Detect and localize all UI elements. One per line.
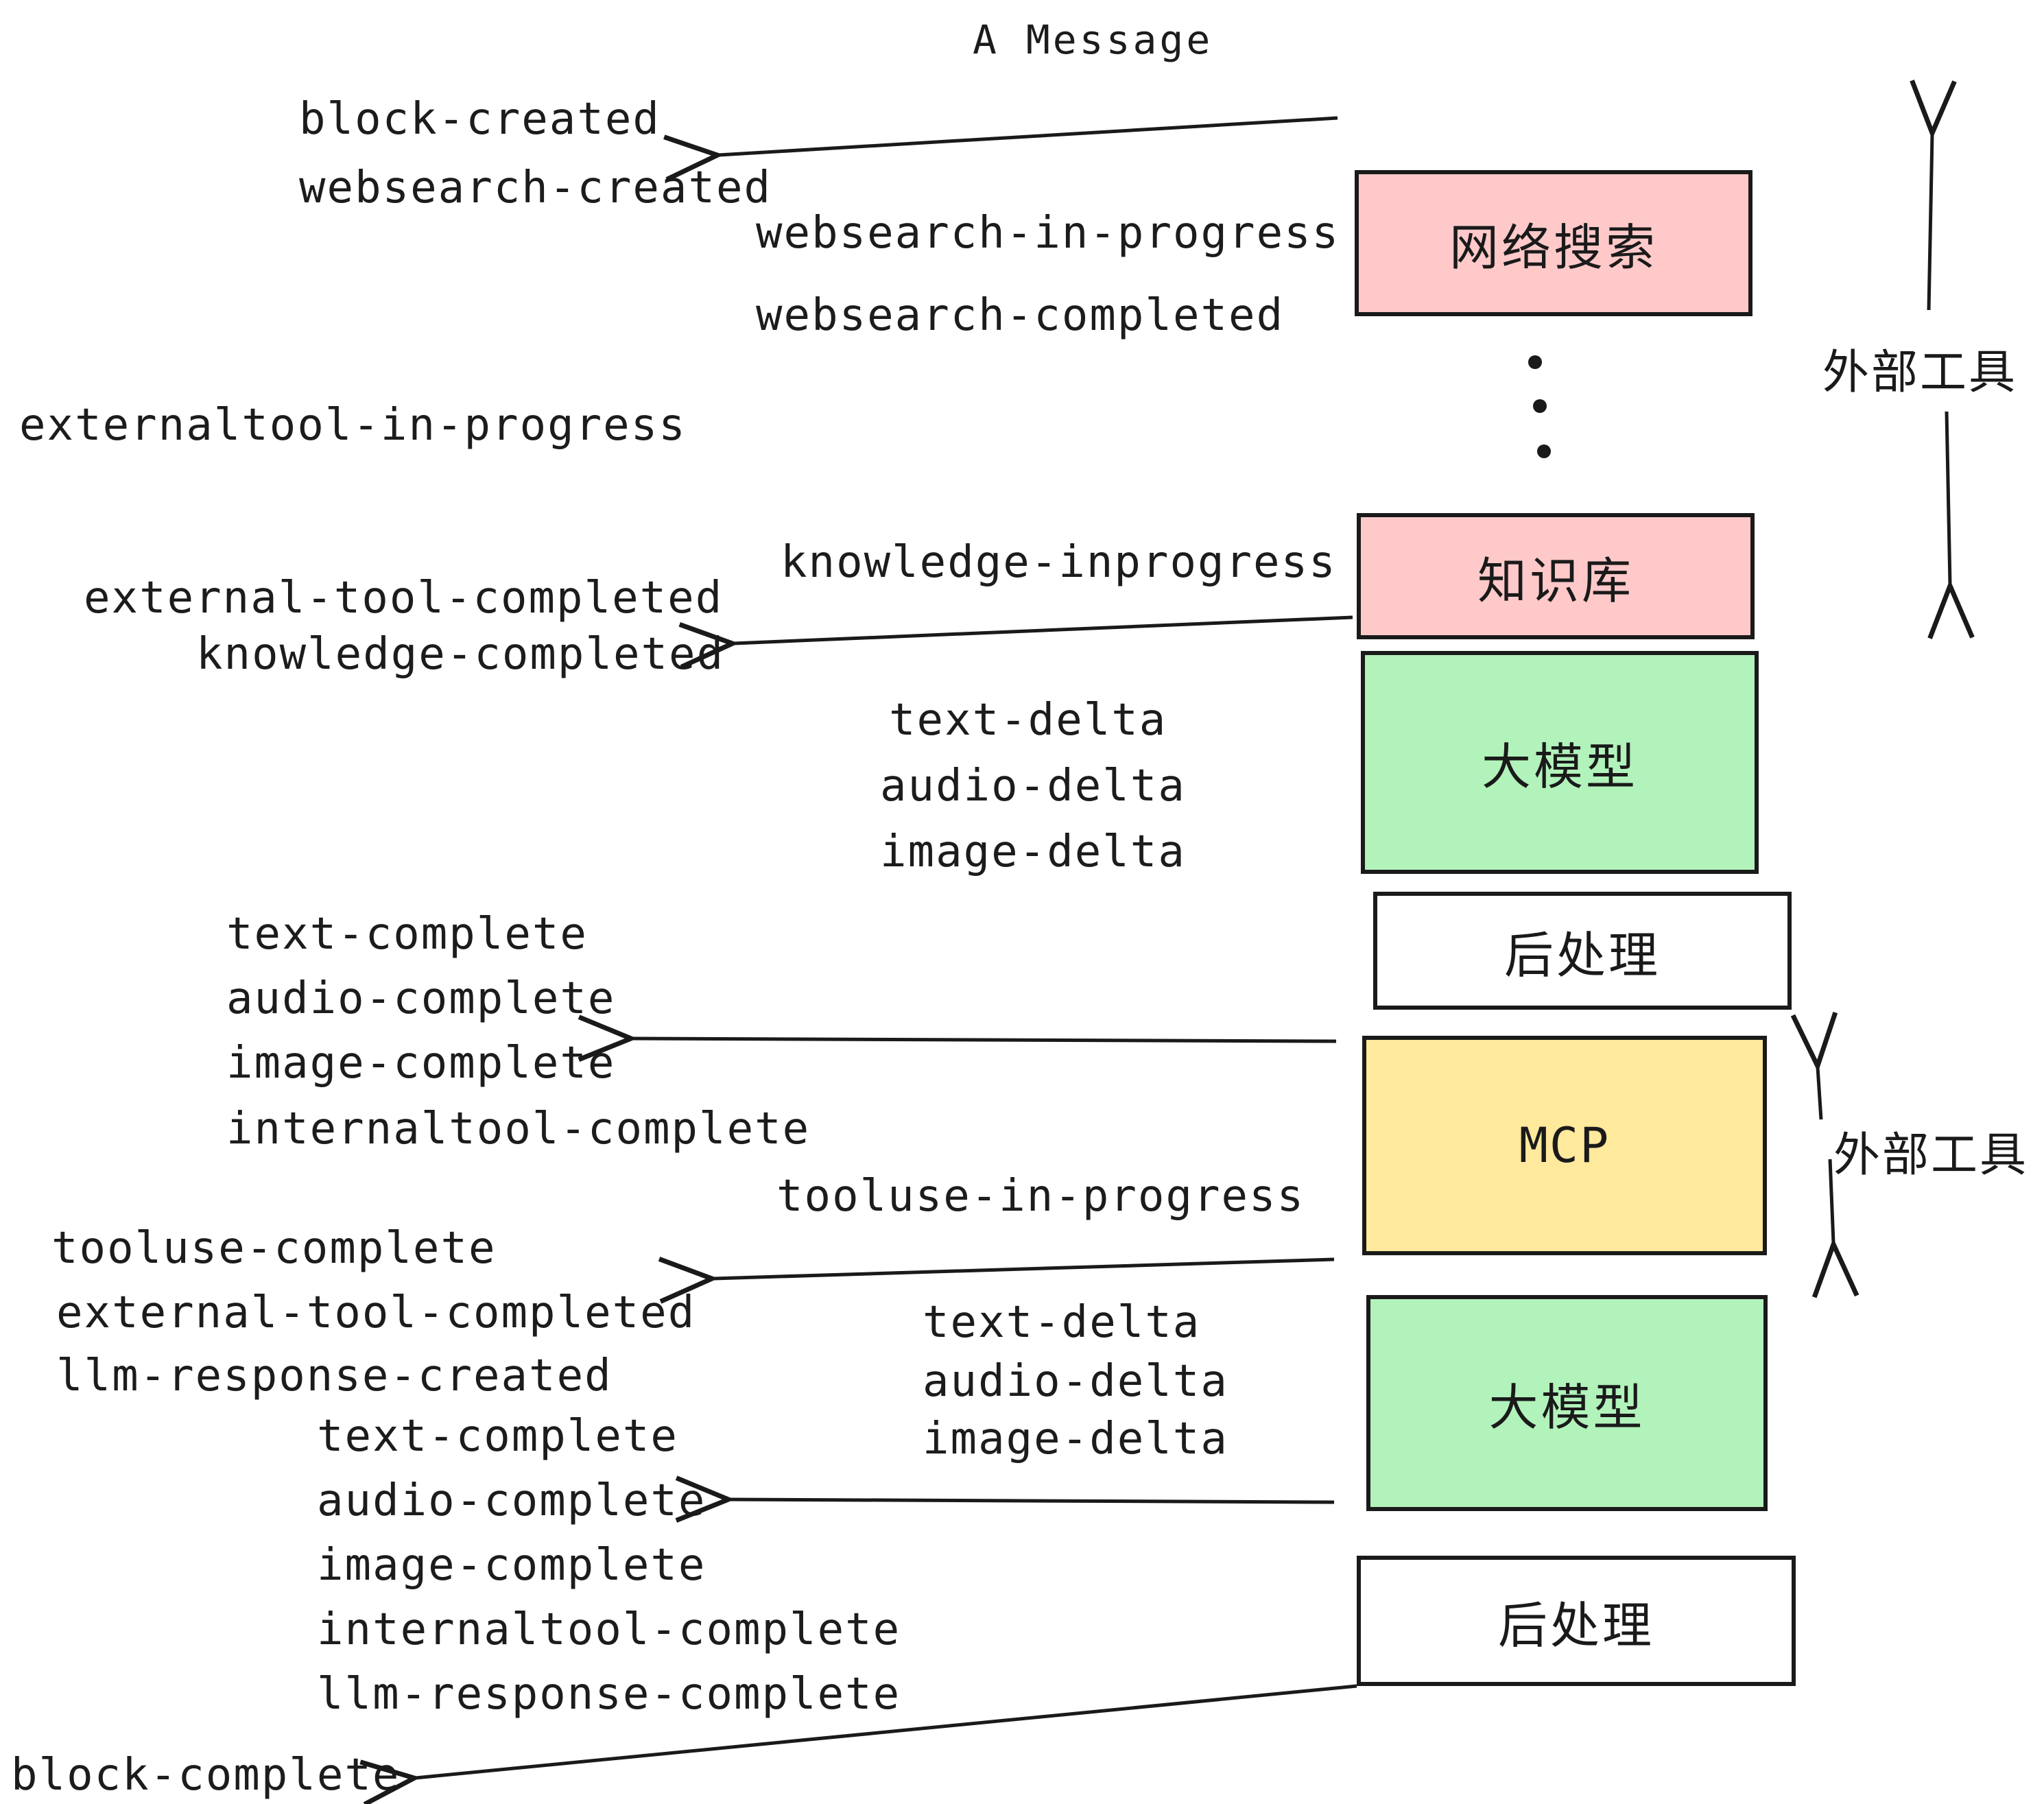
- arrow-to-block-complete: [416, 1684, 1357, 1778]
- event-websearch-in-progress: websearch-in-progress: [756, 208, 1340, 259]
- event-block-created: block-created: [299, 94, 661, 145]
- arrow-external-tools-mcp-up: [1818, 1067, 1821, 1120]
- event-tooluse-in-progress: tooluse-in-progress: [776, 1171, 1305, 1222]
- box-llm-1: 大模型: [1361, 651, 1759, 874]
- box-post-1-label: 后处理: [1504, 928, 1661, 984]
- event-image-complete-1: image-complete: [226, 1038, 616, 1089]
- event-audio-complete-1: audio-complete: [226, 973, 616, 1024]
- arrow-to-image-complete: [632, 1039, 1337, 1041]
- arrow-external-tools-mcp-down: [1830, 1159, 1833, 1243]
- box-mcp-label: MCP: [1519, 1117, 1611, 1174]
- box-knowledge-label: 知识库: [1477, 554, 1634, 609]
- external-tools-label-mcp: 外部工具: [1833, 1129, 2029, 1181]
- external-tools-label-top: 外部工具: [1822, 346, 2018, 399]
- box-llm-2: 大模型: [1366, 1295, 1768, 1511]
- box-mcp: MCP: [1362, 1036, 1767, 1255]
- event-knowledge-inprogress: knowledge-inprogress: [781, 537, 1337, 588]
- box-post-1: 后处理: [1373, 892, 1792, 1010]
- event-text-delta-2: text-delta: [923, 1297, 1201, 1348]
- box-websearch-label: 网络搜索: [1449, 221, 1658, 276]
- ellipsis-dot: [1533, 399, 1547, 413]
- event-block-complete: block-complete: [11, 1750, 401, 1801]
- ellipsis-dot: [1528, 355, 1542, 369]
- event-internaltool-complete-2: internaltool-complete: [317, 1604, 901, 1655]
- diagram-title: A Message: [973, 16, 1213, 63]
- event-external-tool-completed-1: external-tool-completed: [84, 573, 724, 624]
- event-llm-response-complete: llm-response-complete: [317, 1669, 901, 1720]
- event-image-complete-2: image-complete: [317, 1540, 706, 1591]
- arrow-to-websearch-created: [719, 116, 1338, 155]
- event-tooluse-complete: tooluse-complete: [51, 1223, 497, 1274]
- arrow-to-tooluse-complete: [713, 1259, 1335, 1279]
- event-audio-delta-1: audio-delta: [880, 761, 1186, 811]
- event-external-tool-completed-2: external-tool-completed: [56, 1287, 696, 1338]
- event-llm-response-created: llm-response-created: [56, 1351, 613, 1401]
- event-text-complete-2: text-complete: [317, 1411, 678, 1462]
- event-image-delta-1: image-delta: [880, 827, 1186, 877]
- ellipsis-dot: [1537, 444, 1551, 458]
- event-websearch-completed: websearch-completed: [756, 290, 1285, 341]
- box-post-2-label: 后处理: [1497, 1598, 1654, 1654]
- event-image-delta-2: image-delta: [923, 1414, 1228, 1464]
- event-text-delta-1: text-delta: [889, 695, 1167, 746]
- event-internaltool-complete-1: internaltool-complete: [226, 1104, 811, 1154]
- box-llm-1-label: 大模型: [1481, 740, 1638, 795]
- event-audio-delta-2: audio-delta: [923, 1356, 1228, 1407]
- box-post-2: 后处理: [1357, 1556, 1796, 1686]
- arrow-external-tools-top-down: [1947, 411, 1950, 584]
- event-externaltool-in-progress: externaltool-in-progress: [19, 400, 687, 451]
- box-knowledge: 知识库: [1357, 513, 1755, 639]
- box-websearch: 网络搜索: [1355, 170, 1752, 316]
- arrow-to-audio-complete: [730, 1499, 1335, 1502]
- arrow-external-tools-top-up: [1929, 134, 1932, 311]
- event-audio-complete-2: audio-complete: [317, 1475, 706, 1526]
- box-llm-2-label: 大模型: [1488, 1381, 1645, 1436]
- event-knowledge-completed: knowledge-completed: [196, 629, 725, 680]
- event-text-complete-1: text-complete: [226, 909, 588, 960]
- arrow-to-knowledge-completed: [734, 615, 1353, 643]
